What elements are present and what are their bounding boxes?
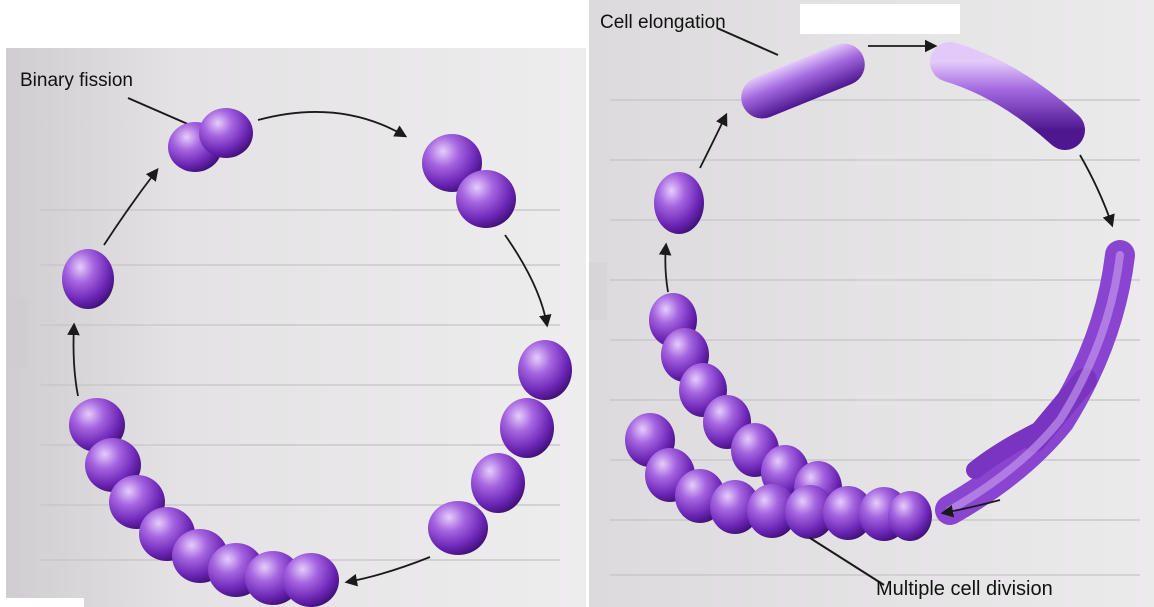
round-cell — [654, 172, 704, 234]
cell — [456, 170, 516, 228]
multiple-cell-division-label: Multiple cell division — [876, 578, 1053, 601]
cell — [428, 501, 488, 555]
cell — [471, 453, 525, 513]
single-cell — [62, 249, 114, 309]
left-margin-patch — [6, 298, 28, 368]
bottom-left-patch — [6, 598, 84, 607]
right-margin-patch — [589, 262, 607, 320]
cell — [518, 340, 572, 400]
top-blank-patch — [800, 4, 960, 34]
binary-fission-label: Binary fission — [20, 70, 133, 92]
cell — [199, 108, 253, 158]
cell — [500, 398, 554, 458]
cell — [283, 553, 339, 607]
left-page-background — [6, 48, 586, 607]
cell-elongation-label: Cell elongation — [600, 12, 726, 34]
cell — [888, 491, 932, 541]
